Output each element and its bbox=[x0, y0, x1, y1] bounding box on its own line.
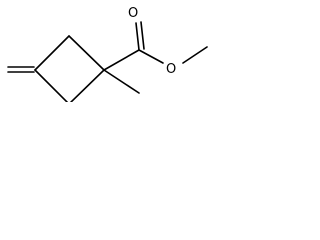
carbonyl-to-ester-oxygen-bond bbox=[138, 49, 164, 64]
ring-bond-bottom-left bbox=[34, 69, 69, 102]
chemical-structure-diagram: O O bbox=[7, 6, 208, 102]
carbonyl-double-bond-b bbox=[140, 21, 145, 50]
ester-oxygen-label: O bbox=[166, 62, 176, 77]
ring-bond-top-right bbox=[68, 35, 105, 71]
ring-bond-right-bottom bbox=[69, 69, 105, 102]
methyl-bond bbox=[103, 69, 140, 94]
ring-bond-left-top bbox=[34, 35, 70, 71]
ring-to-carbonyl-bond bbox=[103, 49, 140, 71]
carbonyl-oxygen-label: O bbox=[128, 6, 138, 21]
ester-oxygen-methyl-bond bbox=[182, 46, 208, 64]
carbonyl-double-bond-a bbox=[135, 22, 140, 51]
